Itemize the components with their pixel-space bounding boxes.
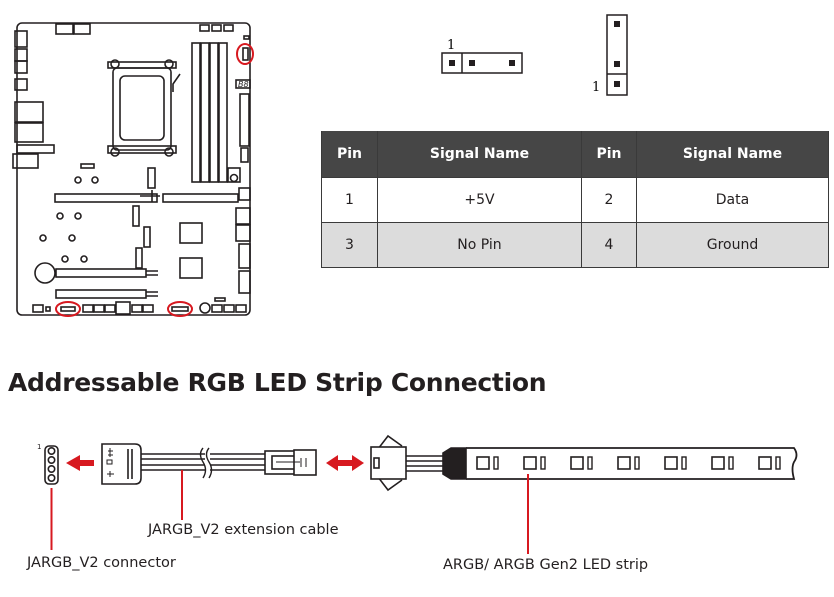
- arrow-left-icon: [66, 455, 94, 471]
- header-signal-name: Signal Name: [636, 131, 829, 178]
- pin-1: [449, 60, 455, 66]
- table-header-row: Pin Signal Name Pin Signal Name: [321, 131, 829, 178]
- cpu-socket: [107, 59, 181, 157]
- jargb-connector: [44, 445, 59, 485]
- led-chip: [758, 456, 781, 470]
- led-strip-connector: [370, 434, 467, 492]
- jargb-highlight-bottom-left: [55, 301, 81, 317]
- pin-signal-table: Pin Signal Name Pin Signal Name 1 +5V 2 …: [321, 131, 829, 268]
- cell-pin: 2: [581, 177, 637, 223]
- section-title: Addressable RGB LED Strip Connection: [8, 368, 547, 397]
- led-chip: [711, 456, 734, 470]
- cell-signal: Ground: [636, 222, 829, 268]
- vertical-header-pinout: 1: [592, 14, 628, 96]
- pin-1: [614, 81, 620, 87]
- cell-signal: No Pin: [377, 222, 582, 268]
- extension-cable-plug: [101, 443, 142, 485]
- led-chip: [617, 456, 640, 470]
- led-chip: [664, 456, 687, 470]
- led-chip: [570, 456, 593, 470]
- extension-cable-female-end: [264, 449, 317, 476]
- pin-4: [614, 21, 620, 27]
- motherboard-diagram: B8: [12, 22, 254, 317]
- jargb-highlight-top-right: [236, 43, 254, 65]
- led-list: [476, 456, 781, 470]
- table-row: 3 No Pin 4 Ground: [321, 222, 829, 268]
- pin-4: [509, 60, 515, 66]
- table-row: 1 +5V 2 Data: [321, 177, 829, 223]
- header-signal-name: Signal Name: [377, 131, 582, 178]
- pin1-label-vertical: 1: [592, 80, 600, 95]
- led-chip: [523, 456, 546, 470]
- connector-label: JARGB_V2 connector: [27, 555, 176, 571]
- extension-cable: [141, 447, 265, 479]
- cell-signal: +5V: [377, 177, 582, 223]
- cell-signal: Data: [636, 177, 829, 223]
- pin-2: [469, 60, 475, 66]
- memory-label: B8: [238, 80, 249, 89]
- dimm-slots: [191, 42, 228, 183]
- led-chip: [476, 456, 499, 470]
- led-strip: [466, 447, 798, 480]
- jargb-highlight-bottom-right: [167, 301, 193, 317]
- header-pin: Pin: [321, 131, 378, 178]
- header-pin: Pin: [581, 131, 637, 178]
- cell-pin: 1: [321, 177, 378, 223]
- pin1-label-horizontal: 1: [447, 38, 455, 53]
- led-strip-label: ARGB/ ARGB Gen2 LED strip: [443, 557, 649, 573]
- board-outline: [16, 22, 251, 316]
- connector-pin1-label: 1: [37, 443, 41, 451]
- cell-pin: 4: [581, 222, 637, 268]
- cell-pin: 3: [321, 222, 378, 268]
- double-arrow-icon: [326, 455, 364, 471]
- horizontal-header-pinout: 1: [441, 38, 523, 74]
- pin-2: [614, 61, 620, 67]
- extension-cable-label: JARGB_V2 extension cable: [148, 522, 339, 538]
